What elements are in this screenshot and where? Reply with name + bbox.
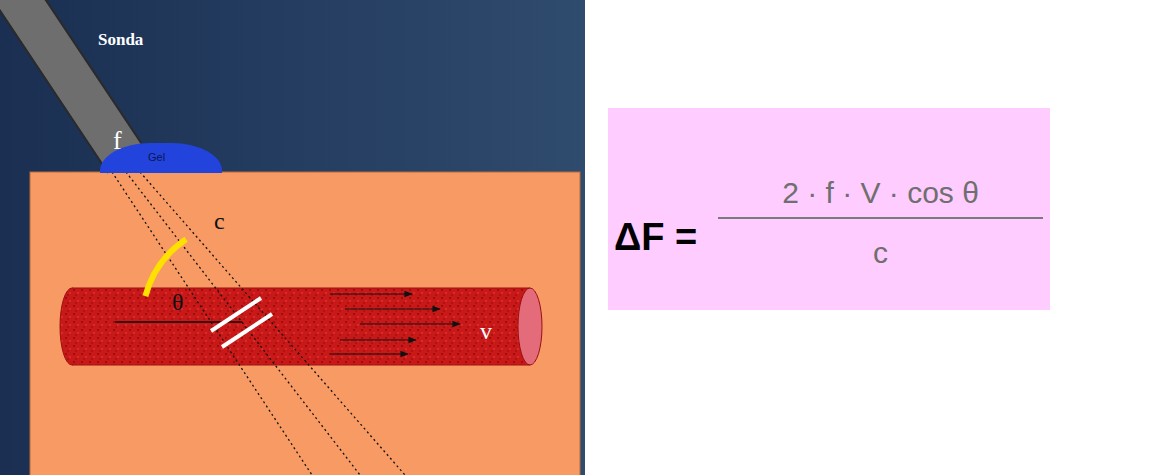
flow-arrows	[330, 294, 460, 354]
sound-speed-label: c	[214, 208, 225, 236]
blood-vessel	[60, 288, 542, 365]
tissue	[30, 172, 580, 475]
angle-label: θ	[172, 289, 184, 317]
probe-label: Sonda	[98, 30, 143, 50]
sample-gate	[211, 298, 272, 347]
angle-arc	[145, 239, 186, 296]
formula-denominator: c	[718, 236, 1043, 271]
velocity-label: v	[480, 318, 492, 346]
gel-label: Gel	[148, 151, 165, 164]
frequency-label: f	[113, 126, 122, 156]
formula-lhs: ΔF =	[614, 216, 697, 260]
formula-numerator: 2 · f · V · cos θ	[718, 176, 1043, 219]
formula-box: ΔF = 2 · f · V · cos θ c	[608, 108, 1050, 310]
